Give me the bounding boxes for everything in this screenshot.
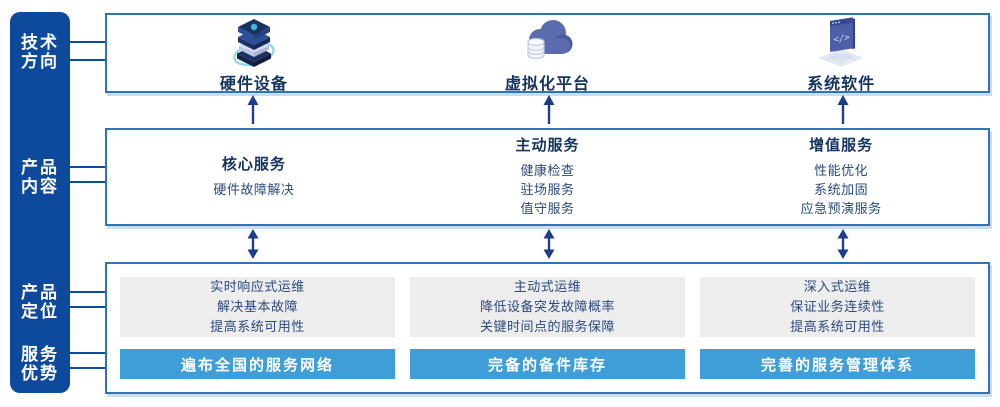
arrow-up-icon	[246, 95, 260, 125]
svg-text:</>: </>	[834, 33, 851, 46]
advantage-bar-service-network: 遍布全国的服务网络	[120, 349, 395, 379]
svc-col-core: 核心服务 硬件故障解决	[107, 130, 401, 224]
connector-line	[70, 59, 105, 61]
svc-title-core: 核心服务	[221, 156, 286, 173]
advantage-bar-service-management: 完善的服务管理体系	[700, 349, 975, 379]
sidebar-label-product-positioning: 产品 定位	[10, 283, 70, 321]
connector-line	[70, 306, 105, 308]
svc-item: 性能优化	[814, 163, 869, 178]
sidebar-label-product-content: 产品 内容	[10, 158, 70, 196]
sidebar: 技术 方向 产品 内容 产品 定位 服务 优势	[10, 12, 70, 393]
pos-col-realtime: 实时响应式运维 解决基本故障 提高系统可用性 遍布全国的服务网络	[120, 277, 395, 379]
svc-item: 系统加固	[814, 182, 869, 197]
arrow-up-icon	[836, 95, 850, 125]
tech-direction-panel: 硬件设备 虚拟化平台	[105, 13, 990, 93]
pos-line: 实时响应式运维	[210, 279, 305, 294]
positioning-box: 主动式运维 降低设备突发故障概率 关键时间点的服务保障	[410, 277, 685, 337]
arrow-double-vertical-icon	[836, 229, 850, 259]
pos-line: 关键时间点的服务保障	[479, 319, 615, 334]
tech-label-virtualization: 虚拟化平台	[505, 76, 591, 93]
arrow-up-icon	[542, 95, 556, 125]
tech-label-system-software: 系统软件	[807, 76, 876, 93]
sidebar-label-line: 服务	[21, 345, 59, 364]
advantage-bar-spare-parts: 完备的备件库存	[410, 349, 685, 379]
svc-col-value-added: 增值服务 性能优化 系统加固 应急预演服务	[694, 130, 988, 224]
arrow-double-vertical-icon	[542, 229, 556, 259]
pos-line: 深入式运维	[803, 279, 872, 294]
tech-col-hardware: 硬件设备	[107, 14, 401, 93]
arrow-double-vertical-icon	[246, 229, 260, 259]
product-content-panel: 核心服务 硬件故障解决 主动服务 健康检查 驻场服务 值守服务 增值服务 性能优…	[105, 128, 990, 226]
positioning-panel: 实时响应式运维 解决基本故障 提高系统可用性 遍布全国的服务网络 主动式运维 降…	[105, 262, 990, 394]
pos-line: 解决基本故障	[216, 299, 298, 314]
sidebar-label-line: 产品	[21, 158, 59, 177]
sidebar-label-line: 内容	[21, 177, 59, 196]
connector-line	[70, 166, 105, 168]
positioning-box: 实时响应式运维 解决基本故障 提高系统可用性	[120, 277, 395, 337]
svc-item: 健康检查	[520, 163, 575, 178]
pos-line: 主动式运维	[513, 279, 582, 294]
tech-col-virtualization: 虚拟化平台	[401, 14, 695, 93]
svc-title-value-added: 增值服务	[809, 137, 874, 154]
sidebar-label-line: 优势	[21, 364, 59, 383]
cloud-database-icon	[518, 14, 578, 68]
pos-line: 保证业务连续性	[790, 299, 885, 314]
sidebar-label-service-advantage: 服务 优势	[10, 345, 70, 383]
sidebar-label-line: 产品	[21, 283, 59, 302]
connector-line	[70, 352, 105, 354]
pos-line: 降低设备突发故障概率	[479, 299, 615, 314]
sidebar-label-tech-direction: 技术 方向	[10, 33, 70, 71]
pos-line: 提高系统可用性	[790, 319, 885, 334]
connector-line	[70, 181, 105, 183]
svc-item: 硬件故障解决	[213, 182, 295, 197]
tech-label-hardware: 硬件设备	[219, 76, 288, 93]
svc-title-proactive: 主动服务	[515, 137, 580, 154]
svc-col-proactive: 主动服务 健康检查 驻场服务 值守服务	[401, 130, 695, 224]
pos-col-deep: 深入式运维 保证业务连续性 提高系统可用性 完善的服务管理体系	[700, 277, 975, 379]
connector-line	[70, 367, 105, 369]
svc-item: 值守服务	[520, 201, 575, 216]
connector-line	[70, 41, 105, 43]
tech-col-system-software: </> 系统软件	[694, 14, 988, 93]
server-stack-icon	[224, 14, 284, 68]
pos-line: 提高系统可用性	[210, 319, 305, 334]
sidebar-label-line: 定位	[21, 302, 59, 321]
svc-item: 应急预演服务	[800, 201, 882, 216]
connector-line	[70, 291, 105, 293]
svc-item: 驻场服务	[520, 182, 575, 197]
sidebar-label-line: 技术	[21, 33, 59, 52]
pos-col-proactive: 主动式运维 降低设备突发故障概率 关键时间点的服务保障 完备的备件库存	[410, 277, 685, 379]
positioning-box: 深入式运维 保证业务连续性 提高系统可用性	[700, 277, 975, 337]
sidebar-label-line: 方向	[21, 52, 59, 71]
code-window-icon: </>	[811, 14, 871, 68]
